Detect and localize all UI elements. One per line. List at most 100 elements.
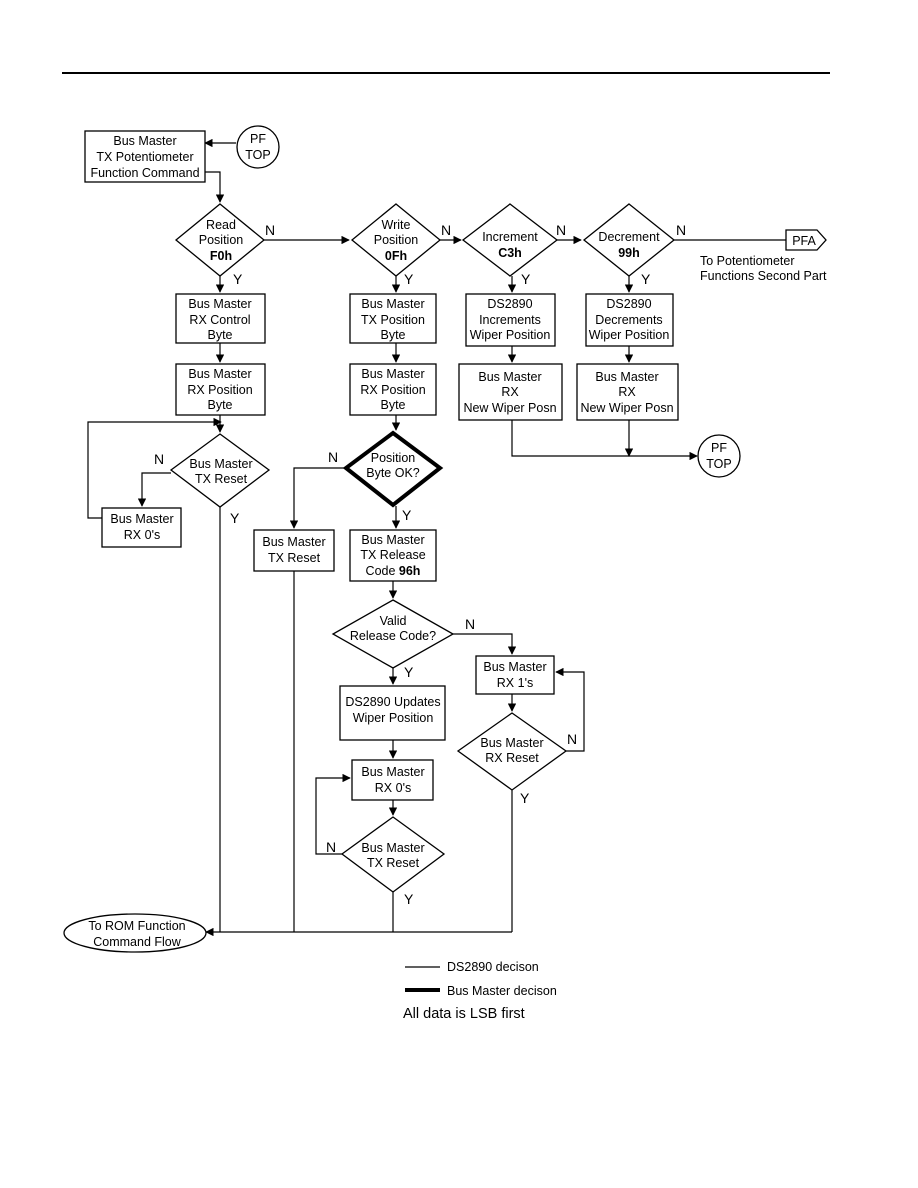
svg-text:Y: Y bbox=[521, 271, 531, 287]
svg-text:Bus Master: Bus Master bbox=[189, 457, 252, 471]
svg-text:To ROM Function: To ROM Function bbox=[88, 919, 185, 933]
svg-text:DS2890: DS2890 bbox=[487, 297, 532, 311]
svg-text:DS2890 Updates: DS2890 Updates bbox=[345, 695, 440, 709]
svg-text:Command Flow: Command Flow bbox=[93, 935, 181, 949]
svg-text:Bus Master: Bus Master bbox=[361, 765, 424, 779]
svg-text:Byte: Byte bbox=[380, 398, 405, 412]
node-rx-zeros-b: Bus Master RX 0's bbox=[351, 759, 434, 801]
svg-text:Decrement: Decrement bbox=[598, 230, 660, 244]
svg-text:Functions Second Part: Functions Second Part bbox=[700, 269, 827, 283]
svg-text:Y: Y bbox=[404, 891, 414, 907]
decision-valid-release: Valid Release Code? bbox=[331, 599, 455, 669]
node-rx-new-a: Bus Master RX New Wiper Posn bbox=[458, 363, 563, 421]
node-rx-new-b: Bus Master RX New Wiper Posn bbox=[576, 363, 679, 421]
svg-text:Wiper Position: Wiper Position bbox=[470, 328, 551, 342]
svg-text:Read: Read bbox=[206, 218, 236, 232]
svg-text:N: N bbox=[676, 222, 686, 238]
node-rx-position-b: Bus Master RX Position Byte bbox=[349, 363, 437, 416]
svg-text:Bus Master: Bus Master bbox=[361, 841, 424, 855]
svg-text:RX Reset: RX Reset bbox=[485, 751, 539, 765]
svg-text:TX Position: TX Position bbox=[361, 313, 425, 327]
svg-text:Y: Y bbox=[641, 271, 651, 287]
node-tx-reset-b: Bus Master TX Reset bbox=[253, 529, 335, 572]
svg-text:New Wiper Posn: New Wiper Posn bbox=[580, 401, 673, 415]
svg-text:N: N bbox=[265, 222, 275, 238]
svg-text:Bus Master: Bus Master bbox=[361, 297, 424, 311]
node-tx-pot-cmd: Bus Master TX Potentiometer Function Com… bbox=[84, 130, 206, 183]
svg-text:Position: Position bbox=[371, 451, 416, 465]
svg-text:RX 1's: RX 1's bbox=[497, 676, 533, 690]
svg-text:Code 96h: Code 96h bbox=[366, 564, 421, 578]
svg-text:N: N bbox=[328, 449, 338, 465]
svg-text:RX: RX bbox=[618, 385, 636, 399]
svg-text:DS2890 decison: DS2890 decison bbox=[447, 960, 539, 974]
node-inc-wiper: DS2890 Increments Wiper Position bbox=[465, 293, 556, 347]
svg-text:Y: Y bbox=[520, 790, 530, 806]
svg-text:TX Reset: TX Reset bbox=[195, 472, 248, 486]
decision-decrement: Decrement 99h bbox=[582, 203, 676, 277]
svg-text:Bus Master: Bus Master bbox=[188, 367, 251, 381]
svg-text:TX Release: TX Release bbox=[360, 548, 425, 562]
svg-text:RX Control: RX Control bbox=[189, 313, 250, 327]
legend: DS2890 decison Bus Master decison All da… bbox=[403, 960, 557, 1022]
svg-text:Y: Y bbox=[402, 507, 412, 523]
svg-text:N: N bbox=[556, 222, 566, 238]
node-rx-ones: Bus Master RX 1's bbox=[475, 655, 555, 695]
svg-text:Release Code?: Release Code? bbox=[350, 629, 436, 643]
decision-read-position: Read Position F0h bbox=[174, 203, 266, 277]
svg-text:Valid: Valid bbox=[380, 614, 407, 628]
svg-text:RX Position: RX Position bbox=[187, 383, 252, 397]
svg-text:TOP: TOP bbox=[245, 148, 270, 162]
node-tx-release: Bus Master TX Release Code 96h bbox=[349, 529, 437, 582]
svg-text:DS2890: DS2890 bbox=[606, 297, 651, 311]
svg-text:Bus Master: Bus Master bbox=[110, 512, 173, 526]
svg-text:Byte: Byte bbox=[380, 328, 405, 342]
svg-text:Y: Y bbox=[230, 510, 240, 526]
svg-text:All data is LSB first: All data is LSB first bbox=[403, 1006, 525, 1022]
decision-position-byte-ok[interactable]: Position Byte OK? bbox=[342, 430, 444, 508]
svg-text:Decrements: Decrements bbox=[595, 313, 662, 327]
svg-text:TX Potentiometer: TX Potentiometer bbox=[96, 150, 193, 164]
node-rx-zeros-a: Bus Master RX 0's bbox=[101, 507, 182, 548]
svg-text:Bus Master: Bus Master bbox=[480, 736, 543, 750]
node-tx-position: Bus Master TX Position Byte bbox=[349, 293, 437, 344]
decision-write-position: Write Position 0Fh bbox=[350, 203, 442, 277]
decision-rx-reset[interactable]: Bus Master RX Reset bbox=[456, 712, 568, 791]
svg-text:Byte: Byte bbox=[207, 328, 232, 342]
decision-tx-reset-c[interactable]: Bus Master TX Reset bbox=[340, 816, 446, 893]
svg-text:TX Reset: TX Reset bbox=[268, 551, 321, 565]
connector-pf-top-a: PF TOP bbox=[236, 125, 280, 169]
svg-text:Write: Write bbox=[382, 218, 411, 232]
svg-text:Byte: Byte bbox=[207, 398, 232, 412]
svg-text:C3h: C3h bbox=[498, 246, 522, 260]
svg-text:Bus Master: Bus Master bbox=[478, 370, 541, 384]
node-dec-wiper: DS2890 Decrements Wiper Position bbox=[585, 293, 674, 347]
svg-text:Position: Position bbox=[374, 233, 419, 247]
connectors bbox=[87, 138, 786, 937]
svg-text:N: N bbox=[441, 222, 451, 238]
svg-text:Bus Master: Bus Master bbox=[262, 535, 325, 549]
svg-text:Bus Master: Bus Master bbox=[113, 134, 176, 148]
svg-text:Function Command: Function Command bbox=[90, 166, 199, 180]
svg-text:PF: PF bbox=[711, 441, 727, 455]
node-rx-position-a: Bus Master RX Position Byte bbox=[175, 363, 266, 416]
svg-text:Increment: Increment bbox=[482, 230, 538, 244]
svg-text:TX Reset: TX Reset bbox=[367, 856, 420, 870]
pfa-note: To Potentiometer Functions Second Part bbox=[700, 254, 827, 283]
node-rx-control: Bus Master RX Control Byte bbox=[175, 293, 266, 344]
decision-increment: Increment C3h bbox=[461, 203, 559, 277]
svg-text:Increments: Increments bbox=[479, 313, 541, 327]
svg-text:N: N bbox=[465, 616, 475, 632]
svg-text:Y: Y bbox=[404, 271, 414, 287]
svg-text:Bus Master: Bus Master bbox=[595, 370, 658, 384]
node-ds-updates: DS2890 Updates Wiper Position bbox=[339, 685, 446, 741]
svg-text:Y: Y bbox=[404, 664, 414, 680]
svg-text:Wiper Position: Wiper Position bbox=[353, 711, 434, 725]
offpage-pfa: PFA bbox=[785, 229, 827, 251]
svg-text:N: N bbox=[326, 839, 336, 855]
svg-text:PF: PF bbox=[250, 132, 266, 146]
terminal-to-rom: To ROM Function Command Flow bbox=[63, 913, 207, 953]
svg-text:Bus Master decison: Bus Master decison bbox=[447, 984, 557, 998]
svg-text:Wiper Position: Wiper Position bbox=[589, 328, 670, 342]
